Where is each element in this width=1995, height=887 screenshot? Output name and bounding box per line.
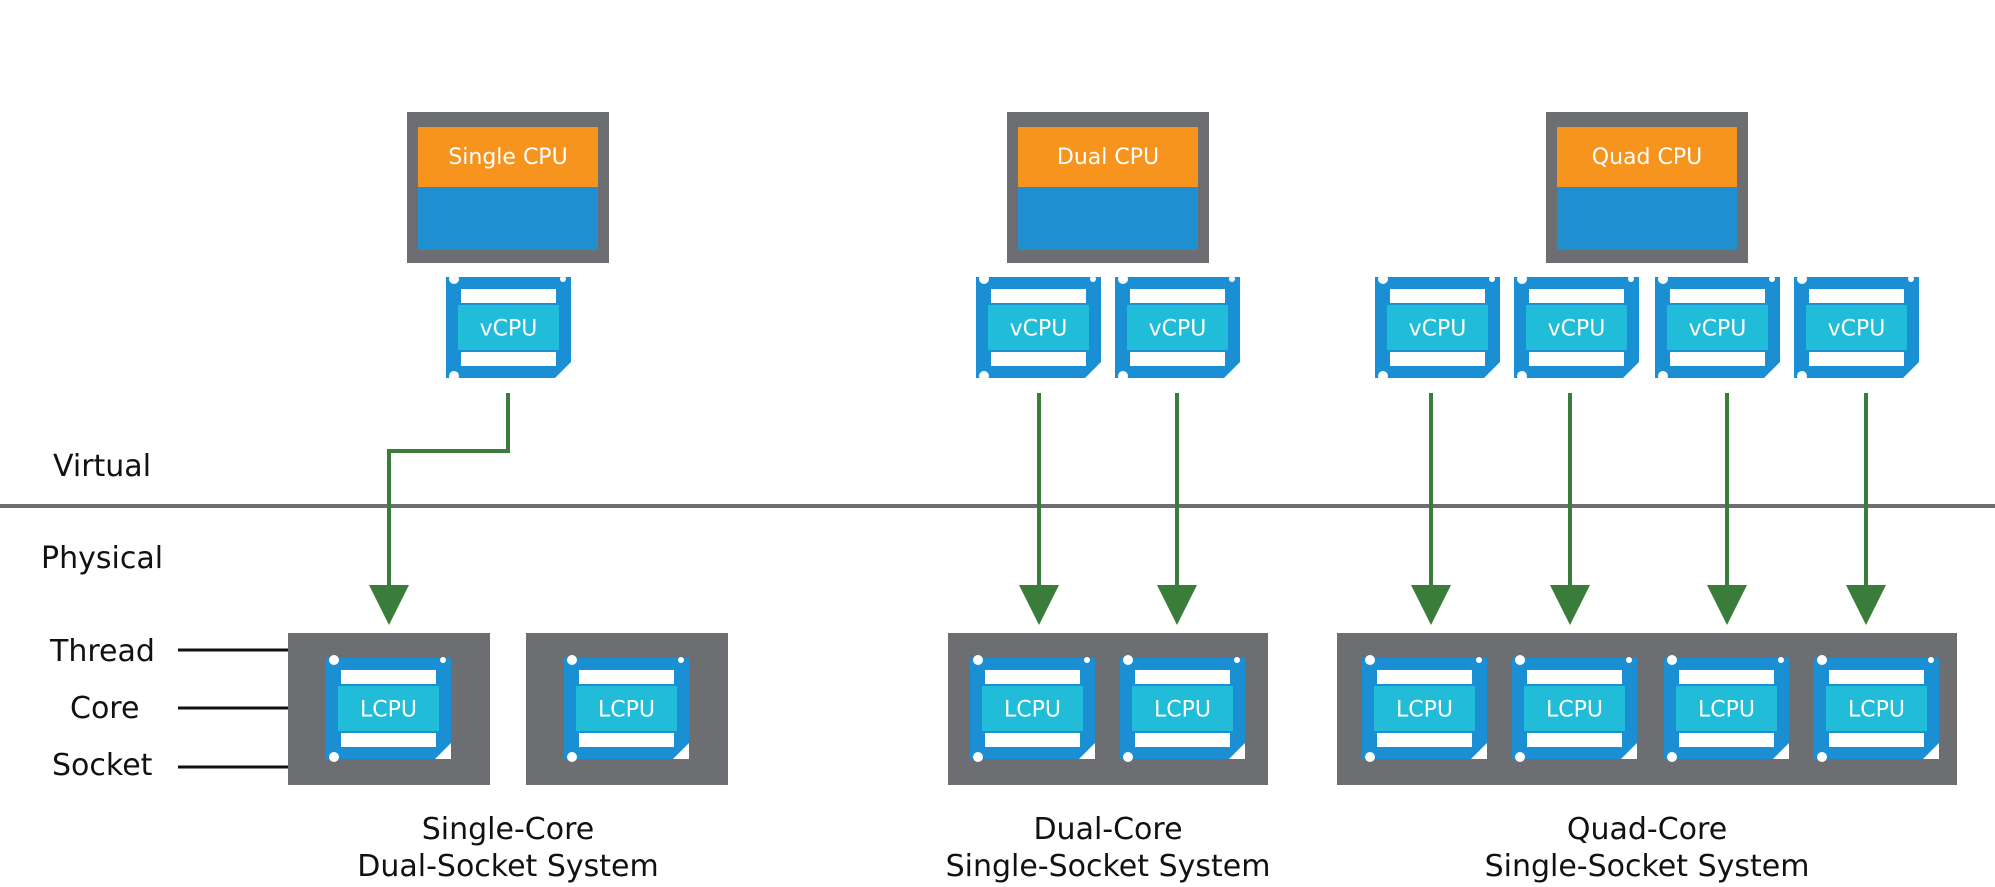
socket-level-label: Socket bbox=[52, 748, 153, 783]
chip-label: LCPU bbox=[360, 698, 417, 723]
system-caption-line2: Dual-Socket System bbox=[357, 849, 658, 884]
lcpu-chip: LCPU bbox=[564, 655, 689, 762]
chip-label: LCPU bbox=[1848, 698, 1905, 723]
chip-label: vCPU bbox=[1548, 317, 1606, 342]
system-caption-line1: Quad-Core bbox=[1567, 812, 1727, 847]
chip-label: LCPU bbox=[598, 698, 655, 723]
chip-label: LCPU bbox=[1004, 698, 1061, 723]
system-caption-line1: Single-Core bbox=[422, 812, 595, 847]
lcpu-chip: LCPU bbox=[1512, 655, 1637, 762]
vcpu-chip-group: vCPU vCPU vCPU vCPU vCPU vCPU vCPU bbox=[446, 274, 1919, 381]
vcpu-chip: vCPU bbox=[1115, 274, 1240, 381]
chip-label: vCPU bbox=[1149, 317, 1207, 342]
vcpu-chip: vCPU bbox=[1375, 274, 1500, 381]
vm-single-cpu: Single CPU bbox=[407, 112, 609, 263]
vm-title: Dual CPU bbox=[1057, 145, 1159, 170]
vcpu-chip: vCPU bbox=[1655, 274, 1780, 381]
lcpu-chip: LCPU bbox=[1362, 655, 1487, 762]
lcpu-chip: LCPU bbox=[1664, 655, 1789, 762]
vcpu-chip: vCPU bbox=[976, 274, 1101, 381]
chip-label: LCPU bbox=[1154, 698, 1211, 723]
system-caption-line1: Dual-Core bbox=[1033, 812, 1182, 847]
core-level-label: Core bbox=[70, 691, 139, 726]
lcpu-chip: LCPU bbox=[326, 655, 451, 762]
chip-label: LCPU bbox=[1546, 698, 1603, 723]
chip-label: vCPU bbox=[1409, 317, 1467, 342]
lcpu-chip: LCPU bbox=[970, 655, 1095, 762]
vm-title: Single CPU bbox=[448, 145, 567, 170]
vcpu-chip: vCPU bbox=[1794, 274, 1919, 381]
vm-dual-cpu: Dual CPU bbox=[1007, 112, 1209, 263]
chip-label: vCPU bbox=[1689, 317, 1747, 342]
vm-title: Quad CPU bbox=[1592, 145, 1702, 170]
mapping-arrows bbox=[369, 393, 1886, 625]
chip-label: LCPU bbox=[1698, 698, 1755, 723]
vm-quad-cpu: Quad CPU bbox=[1546, 112, 1748, 263]
virtual-layer-label: Virtual bbox=[53, 449, 151, 484]
vcpu-chip: vCPU bbox=[446, 274, 571, 381]
thread-level-label: Thread bbox=[49, 634, 155, 669]
lcpu-chip-group: LCPU LCPU LCPU LCPU LCPU LCPU LCPU LCPU bbox=[326, 655, 1939, 762]
vcpu-chip: vCPU bbox=[1514, 274, 1639, 381]
lcpu-chip: LCPU bbox=[1120, 655, 1245, 762]
lcpu-chip: LCPU bbox=[1814, 655, 1939, 762]
chip-label: LCPU bbox=[1396, 698, 1453, 723]
system-caption-line2: Single-Socket System bbox=[1485, 849, 1810, 884]
chip-label: vCPU bbox=[1828, 317, 1886, 342]
chip-label: vCPU bbox=[1010, 317, 1068, 342]
chip-label: vCPU bbox=[480, 317, 538, 342]
physical-layer-label: Physical bbox=[41, 541, 163, 576]
mapping-arrow bbox=[369, 393, 510, 625]
system-caption-line2: Single-Socket System bbox=[946, 849, 1271, 884]
